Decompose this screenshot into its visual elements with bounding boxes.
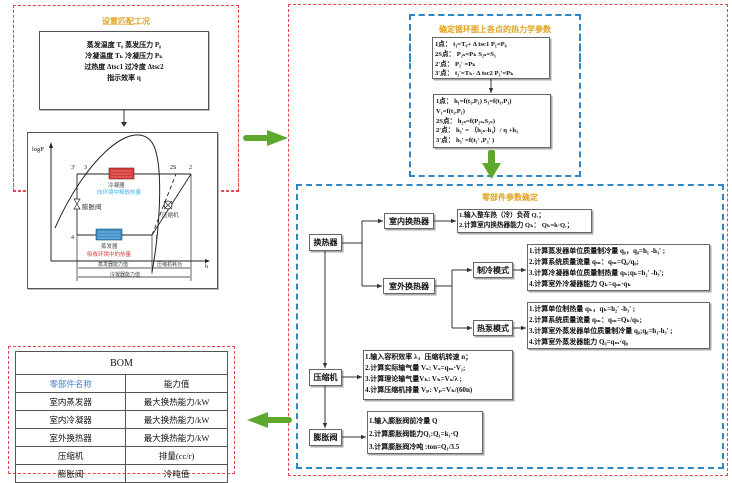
step-line: 2.计算室内换热器能力 Qₖ： Qₖ=k·Qₑ； <box>459 221 574 229</box>
step-line: 1.输入整车热（冷）负荷 Qₑ； <box>459 212 545 219</box>
table-row: 室内蒸发器最大换热能力/kW <box>14 392 228 411</box>
indoor-steps-box: 1.输入整车热（冷）负荷 Qₑ； 2.计算室内换热器能力 Qₖ： Qₖ=k·Qₑ… <box>457 209 592 233</box>
bom-cell-value: 最大换热能力/kW <box>125 410 228 429</box>
step-line: 1.输入膨胀阀前冷量 Q <box>369 417 438 425</box>
step-line: 2.计算系统质量流量 qₘ：qₘ=Qₖ/qₖ; <box>529 316 642 324</box>
evap-capacity-label: 蒸发器能力值 <box>98 263 129 268</box>
y-axis-label: logP <box>32 146 44 153</box>
cond-capacity-label: 冷凝器能力值 <box>110 273 141 278</box>
step-line: 1.计算蒸发器单位质量制冷量 q₀，q₀=h₁ -h₃' ; <box>529 247 666 255</box>
bom-cell-name: 膨胀阀 <box>14 464 127 483</box>
table-row: 室内冷凝器最大换热能力/kW <box>14 410 228 429</box>
bom-cell-value: 冷吨值 <box>125 464 228 483</box>
bom-cell-name: 压缩机 <box>14 446 127 465</box>
table-row: 压缩机排量(cc/r) <box>14 446 228 465</box>
calculation-panel <box>288 4 728 476</box>
x-axis-label: h <box>205 264 208 270</box>
bom-header-name: 零部件名称 <box>14 374 127 393</box>
heatpump-steps-box: 1.计算单位制热量 qₖ，qₖ=h₂' -h₃' ; 2.计算系统质量流量 qₘ… <box>527 302 710 349</box>
point-3: 3 <box>84 165 87 171</box>
step-line: 3.计算理论输气量Vₕ: Vₕ=Vₛ/λ ; <box>365 375 462 383</box>
step-line: 4.计算室外冷凝器能力 Qₖ=qₘ·qₖ <box>529 280 631 288</box>
condenser-label: 冷凝器 <box>108 183 125 189</box>
param-evaporation: 蒸发温度 T₀ 蒸发压力 P₀ <box>86 41 162 49</box>
bom-title-row: BOM <box>15 351 228 375</box>
bom-cell-name: 室外换热器 <box>14 428 127 447</box>
bom-table: BOM 零部件名称 能力值 室内蒸发器最大换热能力/kW 室内冷凝器最大换热能力… <box>14 351 228 483</box>
thermo-line: 1点： t₁=T₀+ Δ tsc1 P₁=P₀ <box>435 41 507 48</box>
bom-table-wrap: BOM 零部件名称 能力值 室内蒸发器最大换热能力/kW 室内冷凝器最大换热能力… <box>14 351 228 483</box>
step-line: 4.计算压缩机排量 Vₚ: Vₚ=Vₕ/(60n) <box>365 386 473 394</box>
settings-title: 设置匹配工况 <box>102 17 150 26</box>
table-row: 室外换热器最大换热能力/kW <box>14 428 228 447</box>
step-line: 2.计算实际输气量 Vₛ: Vₛ=qₘ·V₁; <box>365 364 466 372</box>
step-line: 3.计算膨胀阀冷吨 :ton=Q₁/3.5 <box>369 443 460 451</box>
thermo-line: 1点： h₁=f(t₁,P₁) S₁=f(t₁,P₁) <box>436 98 512 105</box>
node-heat-exchanger: 换热器 <box>309 234 342 251</box>
bom-cell-value: 最大换热能力/kW <box>125 428 228 447</box>
thermo-line: V₁=f(t₁,P₁) <box>436 107 465 115</box>
point-2: 2 <box>189 165 192 171</box>
step-line: 1.计算单位制热量 qₖ，qₖ=h₂' -h₃' ; <box>529 305 636 313</box>
node-indoor-hx: 室内换热器 <box>384 213 434 229</box>
logp-h-diagram <box>27 132 218 289</box>
compressor-work-label: 压缩机耗功 <box>157 263 183 268</box>
compressor-label: 压缩机 <box>162 213 179 219</box>
point-2s: 2S <box>170 165 177 171</box>
valve-steps-box: 1.输入膨胀阀前冷量 Q 2.计算膨胀阀能力Q₁:Q₁=k₁·Q 3.计算膨胀阀… <box>367 411 483 454</box>
bom-cell-value: 最大换热能力/kW <box>125 392 228 411</box>
cooling-steps-box: 1.计算蒸发器单位质量制冷量 q₀，q₀=h₁ -h₃' ; 2.计算系统质量流… <box>527 244 710 291</box>
table-row: 膨胀阀冷吨值 <box>14 464 228 483</box>
thermo-line: 2'点： h₂' = （h₂ₛ-h₁）/ η +h₁ <box>436 127 519 135</box>
thermo-line: 3'点： t₃'=Tₖ- Δ tsc2 P₃'=Pₖ <box>435 70 514 78</box>
step-line: 4.计算室外蒸发器能力 Q₀=qₘ·q₀ <box>529 338 628 346</box>
param-efficiency: 指示效率 η <box>107 74 141 82</box>
compressor-steps-box: 1.输入容积效率 λ，压缩机转速 n； 2.计算实际输气量 Vₛ: Vₛ=qₘ·… <box>363 350 513 400</box>
condenser-icon <box>108 167 135 180</box>
param-superheat-subcool: 过热度 Δtsc1 过冷度 Δtsc2 <box>84 63 164 71</box>
thermo-line: 3'点： h₃' =f(t₃' ,P₃' ) <box>436 137 495 145</box>
step-line: 3.计算冷凝器单位质量制热量 qₖ;qₖ=h₂' -h₃'; <box>529 269 664 277</box>
thermo-line: 2S点： P₂ₛ=Pₖ S₂ₛ=S₁ <box>435 50 496 58</box>
step-line: 2.计算膨胀阀能力Q₁:Q₁=k₁·Q <box>369 430 459 438</box>
node-compressor: 压缩机 <box>309 369 342 386</box>
thermo-line: 2S点： h₂ₛ=f(P₂ₛ,S₂ₛ) <box>436 117 495 125</box>
step-line: 3.计算室外蒸发器单位质量制冷量 q₀;q₀=h₁-h₃' ; <box>529 327 673 335</box>
step-line: 2.计算系统质量流量 qₘ：qₘ=Q₀/q₀; <box>529 258 639 266</box>
bom-cell-name: 室内冷凝器 <box>14 410 127 429</box>
evaporator-note: 吸收环境中的热量 <box>87 252 132 258</box>
condenser-note: 向环境中释放热量 <box>97 190 142 196</box>
bom-title: BOM <box>15 351 228 375</box>
thermo-box-2: 1点： h₁=f(t₁,P₁) S₁=f(t₁,P₁) V₁=f(t₁,P₁) … <box>433 94 551 148</box>
node-cooling-mode: 制冷模式 <box>473 262 513 278</box>
bom-cell-value: 排量(cc/r) <box>125 446 228 465</box>
point-3prime: 3' <box>71 165 76 171</box>
evaporator-icon <box>95 228 123 241</box>
node-outdoor-hx: 室外换热器 <box>383 278 435 294</box>
expansion-valve-icon <box>73 198 81 205</box>
settings-params-box: 蒸发温度 T₀ 蒸发压力 P₀ 冷凝温度 Tₖ 冷凝压力 Pₖ 过热度 Δtsc… <box>39 31 209 110</box>
node-expansion-valve: 膨胀阀 <box>309 429 342 446</box>
components-panel <box>296 184 724 469</box>
bom-header-row: 零部件名称 能力值 <box>14 374 228 393</box>
param-condensation: 冷凝温度 Tₖ 冷凝压力 Pₖ <box>85 52 163 60</box>
bom-header-value: 能力值 <box>125 374 228 393</box>
evaporator-label: 蒸发器 <box>101 244 118 250</box>
step-line: 1.输入容积效率 λ，压缩机转速 n； <box>365 353 473 361</box>
point-4: 4 <box>71 235 74 241</box>
point-1: 1 <box>155 235 158 241</box>
thermo-line: 2'点： P₂' =Pₖ <box>435 60 476 68</box>
components-title: 零部件参数确定 <box>482 193 538 202</box>
expansion-valve-label: 膨胀阀 <box>82 204 102 211</box>
thermo-box-1: 1点： t₁=T₀+ Δ tsc1 P₁=P₀ 2S点： P₂ₛ=Pₖ S₂ₛ=… <box>432 37 550 79</box>
bom-cell-name: 室内蒸发器 <box>14 392 127 411</box>
node-heatpump-mode: 热泵模式 <box>473 320 513 336</box>
thermo-title: 确定循环图上各点的热力学参数 <box>439 25 551 34</box>
